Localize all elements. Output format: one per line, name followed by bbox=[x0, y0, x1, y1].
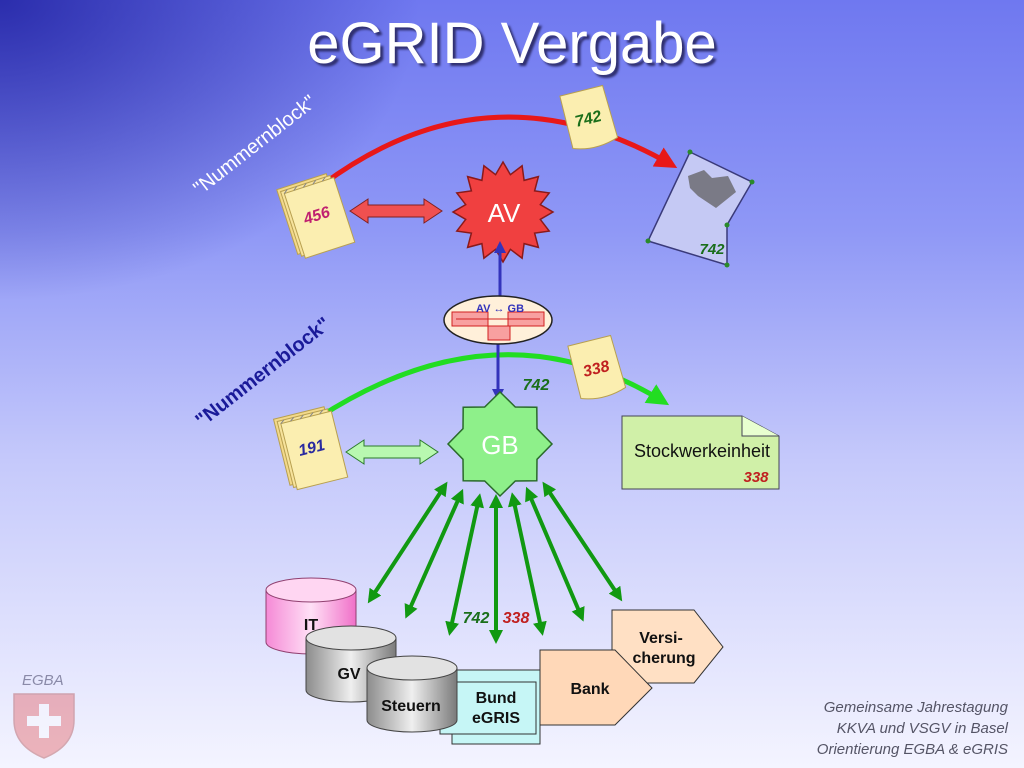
fan-arrow-it bbox=[367, 481, 448, 604]
double-arrow-gb bbox=[345, 439, 439, 465]
interface-label: AV ↔ GB bbox=[476, 303, 524, 315]
bank-node: Bank bbox=[539, 649, 653, 726]
db-steuern: Steuern bbox=[366, 655, 458, 733]
footer-line-1: Gemeinsame Jahrestagung bbox=[823, 699, 1008, 716]
av-node: AV bbox=[451, 160, 555, 264]
bund-egris-node: Bund eGRIS bbox=[439, 669, 541, 745]
bank-label: Bank bbox=[570, 681, 609, 698]
db-it-label: IT bbox=[304, 617, 318, 634]
note-742-top: 742 bbox=[559, 84, 619, 150]
versicherung-line1: Versi- bbox=[639, 630, 683, 647]
bund-label-line2: eGRIS bbox=[472, 710, 520, 727]
parcel-number: 742 bbox=[699, 241, 725, 258]
fan-arrow-versicherung-a bbox=[525, 486, 585, 622]
versicherung-line2: cherung bbox=[632, 650, 695, 667]
av-node-label: AV bbox=[488, 198, 521, 228]
gb-arrow-number: 742 bbox=[523, 377, 550, 394]
db-gv-label: GV bbox=[337, 666, 360, 683]
red-arc-arrow bbox=[320, 114, 678, 188]
parcel-742: 742 bbox=[645, 149, 755, 268]
notepad-gb-number: 191 bbox=[297, 437, 327, 460]
slide-title: eGRID Vergabe bbox=[307, 11, 717, 76]
stockwerkeinheit-label: Stockwerkeinheit bbox=[634, 441, 770, 461]
fan-arrow-versicherung-b bbox=[542, 481, 623, 602]
footer-line-3: Orientierung EGBA & eGRIS bbox=[816, 741, 1008, 758]
fan-arrow-gv bbox=[404, 488, 464, 619]
notepad-av-block: 456 bbox=[276, 172, 356, 259]
versicherung-node: Versi- cherung bbox=[611, 609, 724, 684]
bottom-number-742: 742 bbox=[463, 610, 490, 627]
bottom-number-338: 338 bbox=[503, 610, 530, 627]
double-arrow-av bbox=[349, 198, 443, 224]
gb-node-label: GB bbox=[481, 430, 519, 460]
interface-av-gb: AV ↔ GB bbox=[443, 295, 553, 345]
gb-node: GB bbox=[446, 390, 554, 498]
db-steuern-label: Steuern bbox=[381, 698, 441, 715]
notepad-gb-block: 191 bbox=[272, 406, 349, 491]
note-338-mid-number: 338 bbox=[581, 358, 611, 381]
stockwerkeinheit-number: 338 bbox=[743, 469, 769, 486]
note-338-mid: 338 bbox=[567, 334, 627, 400]
egba-logo-label: EGBA bbox=[22, 672, 64, 689]
footer-line-2: KKVA und VSGV in Basel bbox=[836, 720, 1008, 737]
stockwerkeinheit-doc: Stockwerkeinheit 338 bbox=[621, 415, 780, 490]
egba-shield-icon bbox=[13, 693, 75, 759]
bund-label-line1: Bund bbox=[476, 690, 517, 707]
note-742-top-number: 742 bbox=[573, 108, 603, 131]
slide-footer: Gemeinsame Jahrestagung KKVA und VSGV in… bbox=[817, 697, 1008, 760]
fan-arrow-steuern bbox=[445, 493, 484, 636]
